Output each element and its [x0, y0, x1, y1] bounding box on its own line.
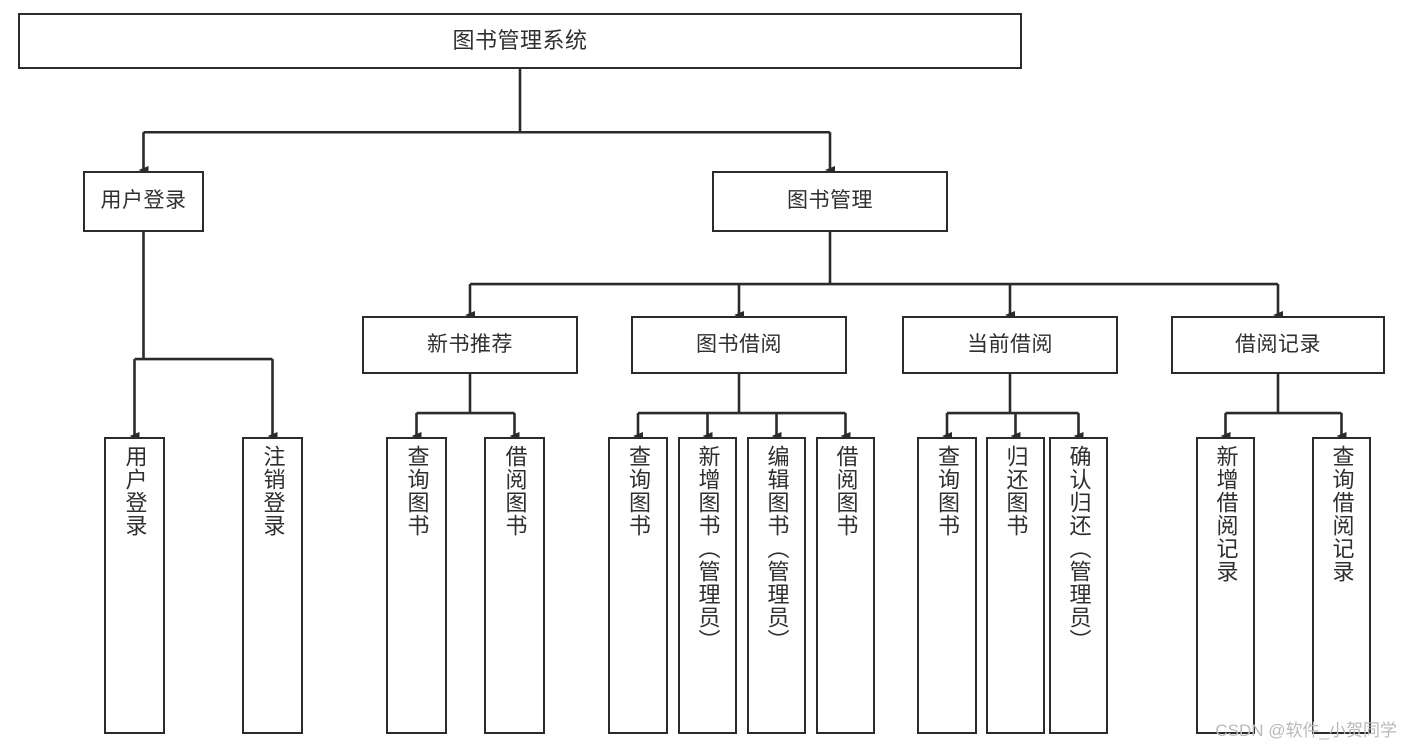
node-root[interactable]: 图书管理系统 [18, 13, 1022, 69]
node-leaf-bb-borrow[interactable]: 借阅图书 [816, 437, 875, 734]
node-label: 确认归还（管理员） [1066, 445, 1092, 652]
node-label: 图书管理 [787, 189, 873, 213]
node-label: 当前借阅 [967, 332, 1053, 356]
node-label: 新增借阅记录 [1213, 445, 1239, 583]
node-label: 用户登录 [122, 445, 148, 537]
node-leaf-cb-return[interactable]: 归还图书 [986, 437, 1045, 734]
node-leaf-br-add[interactable]: 新增借阅记录 [1196, 437, 1255, 734]
node-label: 查询图书 [934, 445, 960, 537]
node-book-borrow[interactable]: 图书借阅 [631, 316, 847, 374]
node-label: 新书推荐 [427, 332, 513, 356]
node-leaf-cb-confirm[interactable]: 确认归还（管理员） [1049, 437, 1108, 734]
node-book-manage[interactable]: 图书管理 [712, 171, 948, 232]
node-label: 借阅图书 [502, 445, 528, 537]
watermark: CSDN @软件_小贺同学 [1215, 721, 1397, 740]
node-label: 查询图书 [404, 445, 430, 537]
node-new-book-rec[interactable]: 新书推荐 [362, 316, 578, 374]
node-label: 用户登录 [100, 189, 187, 213]
node-leaf-bb-add[interactable]: 新增图书（管理员） [678, 437, 737, 734]
node-current-borrow[interactable]: 当前借阅 [902, 316, 1118, 374]
node-leaf-bb-query[interactable]: 查询图书 [608, 437, 668, 734]
node-label: 借阅记录 [1235, 332, 1321, 356]
node-leaf-logout[interactable]: 注销登录 [242, 437, 303, 734]
node-label: 归还图书 [1003, 445, 1029, 537]
node-label: 新增图书（管理员） [695, 445, 721, 652]
node-label: 查询图书 [625, 445, 651, 537]
node-leaf-user-login[interactable]: 用户登录 [104, 437, 165, 734]
node-label: 借阅图书 [833, 445, 859, 537]
node-leaf-br-query[interactable]: 查询借阅记录 [1312, 437, 1371, 734]
node-label: 查询借阅记录 [1329, 445, 1355, 583]
node-user-login[interactable]: 用户登录 [83, 171, 204, 232]
node-leaf-nbr-query[interactable]: 查询图书 [386, 437, 447, 734]
node-leaf-cb-query[interactable]: 查询图书 [917, 437, 977, 734]
node-label: 编辑图书（管理员） [764, 445, 790, 652]
node-leaf-bb-edit[interactable]: 编辑图书（管理员） [747, 437, 806, 734]
node-label: 注销登录 [260, 445, 286, 537]
node-label: 图书管理系统 [452, 28, 588, 54]
node-leaf-nbr-borrow[interactable]: 借阅图书 [484, 437, 545, 734]
node-label: 图书借阅 [696, 332, 782, 356]
node-borrow-record[interactable]: 借阅记录 [1171, 316, 1385, 374]
